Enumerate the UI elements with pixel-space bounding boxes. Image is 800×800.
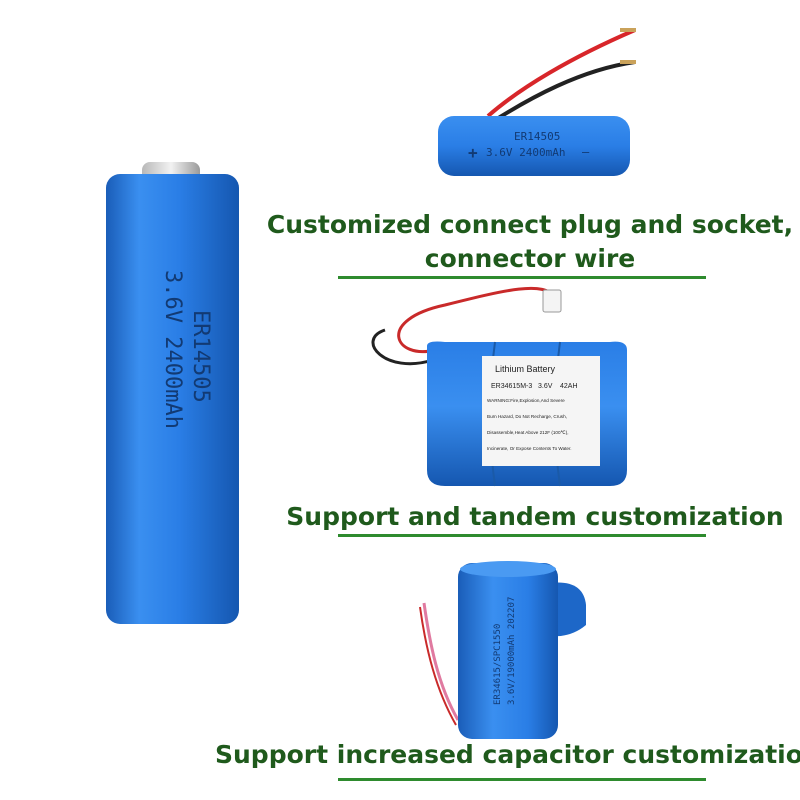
- divider-2: [338, 534, 706, 537]
- wire-tip-black: [620, 60, 636, 64]
- pack-label-title: Lithium Battery: [495, 364, 556, 374]
- big-cell-spec: 3.6V 2400mAh: [160, 270, 185, 429]
- pack-black-wire: [371, 328, 434, 366]
- pack-label-warning-2: Burn Hazard, Do Not Recharge, Crush,: [487, 414, 567, 419]
- black-wire: [490, 60, 636, 124]
- battery-body: [106, 174, 239, 624]
- wire-tip-red: [620, 28, 636, 32]
- wired-cell-minus: —: [582, 145, 590, 159]
- cap-red-wire: [419, 606, 457, 726]
- wired-cell-model: ER14505: [514, 130, 560, 143]
- cap-pink-wire: [422, 602, 460, 721]
- cap-cell-body: [458, 563, 558, 739]
- pack-red-wire: [397, 286, 557, 353]
- wired-cell-spec: 3.6V 2400mAh: [486, 146, 565, 159]
- caption-plug-line1: Customized connect plug and socket,: [266, 210, 794, 239]
- cap-cell-top: [460, 561, 556, 577]
- caption-capacitor: Support increased capacitor customizatio…: [215, 740, 800, 769]
- pack-label-voltage: 3.6V: [538, 383, 553, 390]
- cap-cell-line1: ER34615/SPC1550: [493, 624, 503, 705]
- red-wire: [486, 28, 636, 118]
- pack-label-warning-3: Disassemble,Heat Above 212F (100℃),: [487, 430, 569, 435]
- pack-connector: [542, 289, 562, 313]
- wired-cell-plus: +: [468, 143, 478, 162]
- pack-label-warning-1: WARNING:Fire,Explosion,And Severe: [487, 398, 565, 403]
- cap-cell-line2: 3.6V/19000mAh 202207: [507, 597, 517, 705]
- caption-tandem: Support and tandem customization: [286, 502, 784, 531]
- big-battery-cell: ER14505 3.6V 2400mAh: [100, 160, 245, 630]
- pack-label-capacity: 42AH: [560, 383, 578, 390]
- big-cell-model: ER14505: [188, 310, 213, 403]
- tandem-battery-pack: Lithium Battery ER34615M-3 3.6V 42AH WAR…: [355, 280, 635, 492]
- wired-battery: ER14505 + 3.6V 2400mAh —: [430, 28, 640, 183]
- divider-3: [338, 778, 706, 781]
- pack-label: [482, 356, 600, 466]
- divider-1: [338, 276, 706, 279]
- wired-cell-body: [438, 116, 630, 176]
- pack-label-warning-4: Incinerate, Or Expose Contents To Water.: [487, 446, 572, 451]
- caption-plug-line2: connector wire: [424, 244, 636, 273]
- capacitor-battery: ER34615/SPC1550 3.6V/19000mAh 202207: [418, 555, 598, 745]
- pack-label-model: ER34615M-3: [491, 383, 532, 390]
